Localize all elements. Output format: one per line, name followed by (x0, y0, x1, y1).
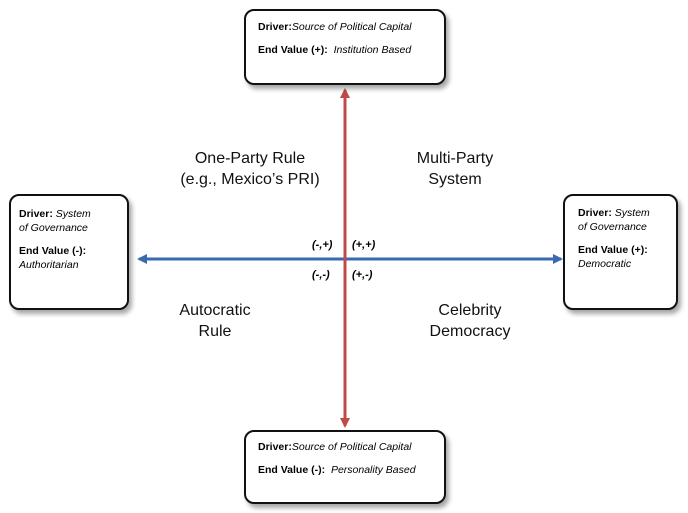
end-value: Personality Based (330, 464, 416, 476)
quadrant-line-2: System (428, 171, 482, 188)
end-value-line-2: Authoritarian (19, 258, 127, 272)
quadrant-line-1: Multi-Party (416, 150, 494, 167)
driver-line: Driver:Source of Political Capital (258, 20, 444, 34)
quadrant-label-celebrity-democracy: Celebrity Democracy (405, 300, 535, 342)
end-value-line: End Value (+): (578, 243, 676, 257)
driver-value-cont: of Governance (578, 221, 647, 233)
sign-label-bottom-left: (-,-) (312, 269, 330, 281)
driver-line: Driver: System (19, 207, 127, 221)
end-value-line-2: Democratic (578, 257, 676, 271)
quadrant-label-autocratic-rule: Autocratic Rule (150, 300, 280, 342)
end-value: Democratic (578, 258, 632, 270)
end-value-line: End Value (-): (19, 244, 127, 258)
quadrant-line-1: Autocratic (179, 302, 251, 319)
sign-label-bottom-right: (+,-) (352, 269, 373, 281)
driver-label: Driver: (258, 21, 292, 33)
end-value-label: End Value (-): (258, 464, 326, 476)
end-value-label: End Value (+): (258, 44, 328, 56)
top-driver-box: Driver:Source of Political Capital End V… (244, 9, 446, 85)
driver-line-2: of Governance (578, 220, 676, 234)
quadrant-line-1: Celebrity (438, 302, 502, 319)
end-value-line: End Value (-): Personality Based (258, 463, 444, 477)
end-value-line: End Value (+): Institution Based (258, 43, 444, 57)
quadrant-line-2: Democracy (429, 323, 511, 340)
driver-value: Source of Political Capital (291, 441, 412, 453)
driver-value-cont: of Governance (19, 222, 88, 234)
quadrant-line-1: One-Party Rule (194, 150, 306, 167)
quadrant-label-multi-party-system: Multi-Party System (390, 148, 520, 190)
quadrant-line-2: Rule (198, 323, 232, 340)
driver-line: Driver:Source of Political Capital (258, 440, 444, 454)
end-value-label: End Value (-): (19, 245, 87, 257)
end-value: Institution Based (333, 44, 412, 56)
sign-label-top-right: (+,+) (352, 239, 376, 251)
quadrant-line-2: (e.g., Mexico’s PRI) (180, 171, 320, 188)
driver-line: Driver: System (578, 206, 676, 220)
left-driver-box: Driver: System of Governance End Value (… (9, 194, 129, 310)
end-value: Authoritarian (19, 259, 79, 271)
right-driver-box: Driver: System of Governance End Value (… (563, 194, 678, 310)
driver-label: Driver: (19, 208, 53, 220)
driver-value: Source of Political Capital (291, 21, 412, 33)
driver-line-2: of Governance (19, 221, 127, 235)
driver-value: System (614, 207, 650, 219)
driver-value: System (55, 208, 91, 220)
quadrant-label-one-party-rule: One-Party Rule (e.g., Mexico’s PRI) (150, 148, 350, 190)
end-value-label: End Value (+): (578, 244, 648, 256)
sign-label-top-left: (-,+) (312, 239, 333, 251)
bottom-driver-box: Driver:Source of Political Capital End V… (244, 430, 446, 504)
driver-label: Driver: (258, 441, 292, 453)
driver-label: Driver: (578, 207, 612, 219)
